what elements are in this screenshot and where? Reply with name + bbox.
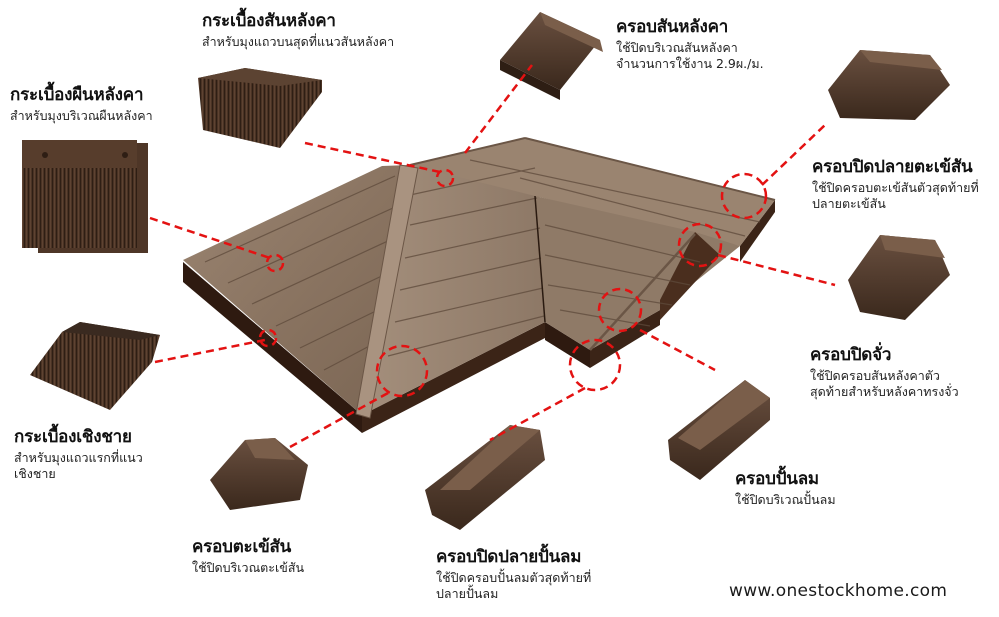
hip-end-cap-desc: ใช้ปิดครอบตะเข้สันตัวสุดท้ายที่ ปลายตะเข… (812, 179, 979, 211)
label-barge-end-cap: ครอบปิดปลายปั้นลม ใช้ปิดครอบปั้นลมตัวสุด… (436, 547, 592, 602)
label-gable-end-cap: ครอบปิดจั่ว ใช้ปิดครอบสันหลังคาตัว สุดท้… (810, 345, 959, 400)
hip-end-cap-image (828, 50, 950, 120)
ridge-cap-title: ครอบสันหลังคา (616, 17, 729, 37)
main-tile-desc: สำหรับมุงบริเวณผืนหลังคา (10, 107, 153, 123)
main-tile-image (22, 140, 148, 253)
ridge-tile-title: กระเบื้องสันหลังคา (202, 11, 336, 31)
ridge-cap-desc: ใช้ปิดบริเวณสันหลังคา จำนวนการใช้งาน 2.9… (616, 39, 764, 71)
ridge-cap-image (500, 12, 603, 100)
label-ridge-tile: กระเบื้องสันหลังคา สำหรับมุงแถวบนสุดที่แ… (202, 11, 395, 50)
eave-tile-desc: สำหรับมุงแถวแรกที่แนว เชิงชาย (14, 449, 143, 481)
main-tile-title: กระเบื้องผืนหลังคา (10, 85, 144, 105)
roof-body (183, 137, 776, 433)
label-barge-cap: ครอบปั้นลม ใช้ปิดบริเวณปั้นลม (735, 469, 836, 508)
hip-cap-title: ครอบตะเข้สัน (192, 537, 292, 557)
gable-end-cap-image (848, 235, 950, 320)
callout-lines (149, 64, 836, 449)
gable-end-cap-desc: ใช้ปิดครอบสันหลังคาตัว สุดท้ายสำหรับหลัง… (810, 367, 959, 399)
barge-end-cap-title: ครอบปิดปลายปั้นลม (436, 547, 582, 567)
website-url: www.onestockhome.com (729, 581, 948, 601)
barge-end-cap-desc: ใช้ปิดครอบปั้นลมตัวสุดท้ายที่ ปลายปั้นลม (436, 569, 592, 601)
barge-end-cap-image (425, 425, 545, 530)
hip-cap-image (210, 438, 308, 510)
label-hip-end-cap: ครอบปิดปลายตะเข้สัน ใช้ปิดครอบตะเข้สันตั… (812, 157, 979, 212)
barge-cap-desc: ใช้ปิดบริเวณปั้นลม (735, 491, 836, 507)
label-hip-cap: ครอบตะเข้สัน ใช้ปิดบริเวณตะเข้สัน (192, 537, 304, 576)
gable-end-cap-title: ครอบปิดจั่ว (810, 345, 892, 365)
barge-cap-image (668, 380, 770, 480)
ridge-tile-desc: สำหรับมุงแถวบนสุดที่แนวสันหลังคา (202, 33, 395, 49)
ridge-tile-image (198, 68, 322, 148)
label-eave-tile: กระเบื้องเชิงชาย สำหรับมุงแถวแรกที่แนว เ… (14, 427, 143, 482)
hip-cap-desc: ใช้ปิดบริเวณตะเข้สัน (192, 559, 304, 575)
label-ridge-cap: ครอบสันหลังคา ใช้ปิดบริเวณสันหลังคา จำนว… (616, 17, 764, 72)
barge-cap-title: ครอบปั้นลม (735, 469, 819, 489)
eave-tile-image (30, 322, 160, 410)
hip-end-cap-title: ครอบปิดปลายตะเข้สัน (812, 157, 973, 177)
label-main-tile: กระเบื้องผืนหลังคา สำหรับมุงบริเวณผืนหลั… (10, 85, 153, 124)
eave-tile-title: กระเบื้องเชิงชาย (14, 427, 132, 447)
